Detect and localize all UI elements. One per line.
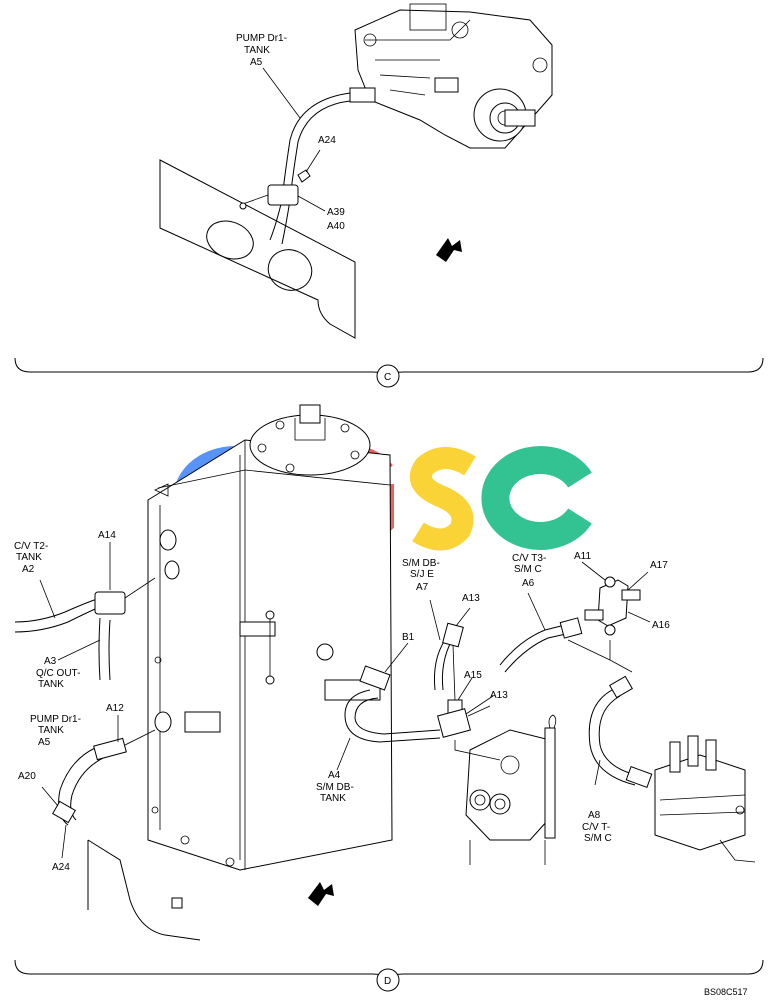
label-a3: A3 (44, 656, 57, 667)
label-pump-dr1-c-line1: PUMP Dr1- (236, 33, 287, 44)
control-valve (654, 735, 756, 863)
label-cvt3-line1: C/V T3- (512, 553, 546, 564)
label-cvt-smc-line2: S/M C (584, 833, 612, 844)
label-a13-bottom: A13 (490, 690, 508, 701)
valve-a11-a16-a17 (584, 571, 651, 636)
fitting-b1 (359, 665, 391, 691)
label-cvt2-line2: TANK (16, 552, 42, 563)
label-a14: A14 (98, 530, 116, 541)
label-a4: A4 (328, 770, 341, 781)
label-a40: A40 (327, 221, 345, 232)
label-a5-c: A5 (250, 57, 263, 68)
marker-c-label: C (384, 372, 391, 383)
fitting-a13-bottom (437, 708, 471, 738)
bracket-lower (87, 839, 201, 941)
label-pump-dr1-d-line1: PUMP Dr1- (30, 714, 81, 725)
brace-d: D (14, 959, 764, 992)
direction-arrow-c (436, 238, 462, 262)
label-cvt3-line2: S/M C (514, 564, 542, 575)
fitting-a6 (559, 617, 583, 639)
clamp-a39-a40 (267, 184, 299, 206)
label-pump-dr1-c-line2: TANK (244, 45, 270, 56)
label-smdb-tank-line2: TANK (320, 793, 346, 804)
label-a12: A12 (106, 703, 124, 714)
mounting-plate-c (159, 159, 356, 339)
marker-d-label: D (384, 976, 391, 987)
label-a17: A17 (650, 560, 668, 571)
bolt-a24-c (297, 169, 311, 183)
label-a24-d: A24 (52, 862, 70, 873)
label-qc-out-line2: TANK (38, 679, 64, 690)
brace-c: C (14, 357, 764, 388)
label-a11: A11 (574, 551, 591, 562)
label-smdb-tank-line1: S/M DB- (316, 782, 354, 793)
plate-hole-right (267, 249, 313, 291)
label-smdb-sje-line2: S/J E (410, 569, 434, 580)
label-a13-top: A13 (462, 593, 480, 604)
label-qc-out-line1: Q/C OUT- (36, 668, 80, 679)
figure-code: BS08C517 (704, 987, 748, 997)
clamp-a20 (52, 800, 76, 824)
label-b1: B1 (402, 632, 415, 643)
hydraulic-pump (354, 3, 553, 149)
watermark-letter-c2 (481, 446, 592, 550)
section-c: PUMP Dr1- TANK A5 A24 A39 A40 (159, 3, 553, 339)
section-d: C/V T2- TANK A2 A14 A3 Q/C OUT- TANK PUM… (14, 404, 756, 941)
swing-motor (465, 714, 557, 865)
label-cvt-smc-line1: C/V T- (582, 822, 610, 833)
marker-c (376, 364, 400, 388)
hose-a7 (434, 639, 453, 691)
hose-a6 (499, 624, 566, 666)
label-pump-dr1-d-line2: TANK (38, 725, 64, 736)
hose-a4 (344, 689, 441, 743)
fitting-a14 (94, 591, 126, 615)
hose-a8 (588, 689, 636, 786)
label-cvt2-line1: C/V T2- (14, 541, 48, 552)
direction-arrow-d (308, 882, 334, 906)
fitting-a8-bottom (625, 766, 653, 788)
hose-a5-c-lower (269, 199, 291, 245)
label-a6: A6 (522, 578, 535, 589)
fitting-a12 (93, 737, 127, 761)
label-a7: A7 (416, 582, 429, 593)
watermark-letter-s (410, 447, 476, 551)
label-a15: A15 (464, 670, 482, 681)
label-a24-c: A24 (318, 135, 336, 146)
fitting-a8-top (609, 675, 633, 699)
marker-d (376, 968, 400, 992)
label-smdb-sje-line1: S/M DB- (402, 558, 440, 569)
hose-a5-c (281, 92, 351, 201)
label-a16: A16 (652, 620, 670, 631)
hose-a3 (98, 617, 111, 681)
label-a5-d: A5 (38, 737, 51, 748)
label-a39: A39 (327, 207, 345, 218)
hose-a2 (14, 597, 101, 623)
label-a2: A2 (22, 564, 35, 575)
plate-hole-left (206, 220, 254, 260)
label-a8: A8 (588, 810, 601, 821)
hydraulic-tank (147, 404, 393, 871)
fitting-c (349, 87, 376, 103)
fitting-a13-top (442, 622, 464, 648)
label-a20: A20 (18, 771, 36, 782)
